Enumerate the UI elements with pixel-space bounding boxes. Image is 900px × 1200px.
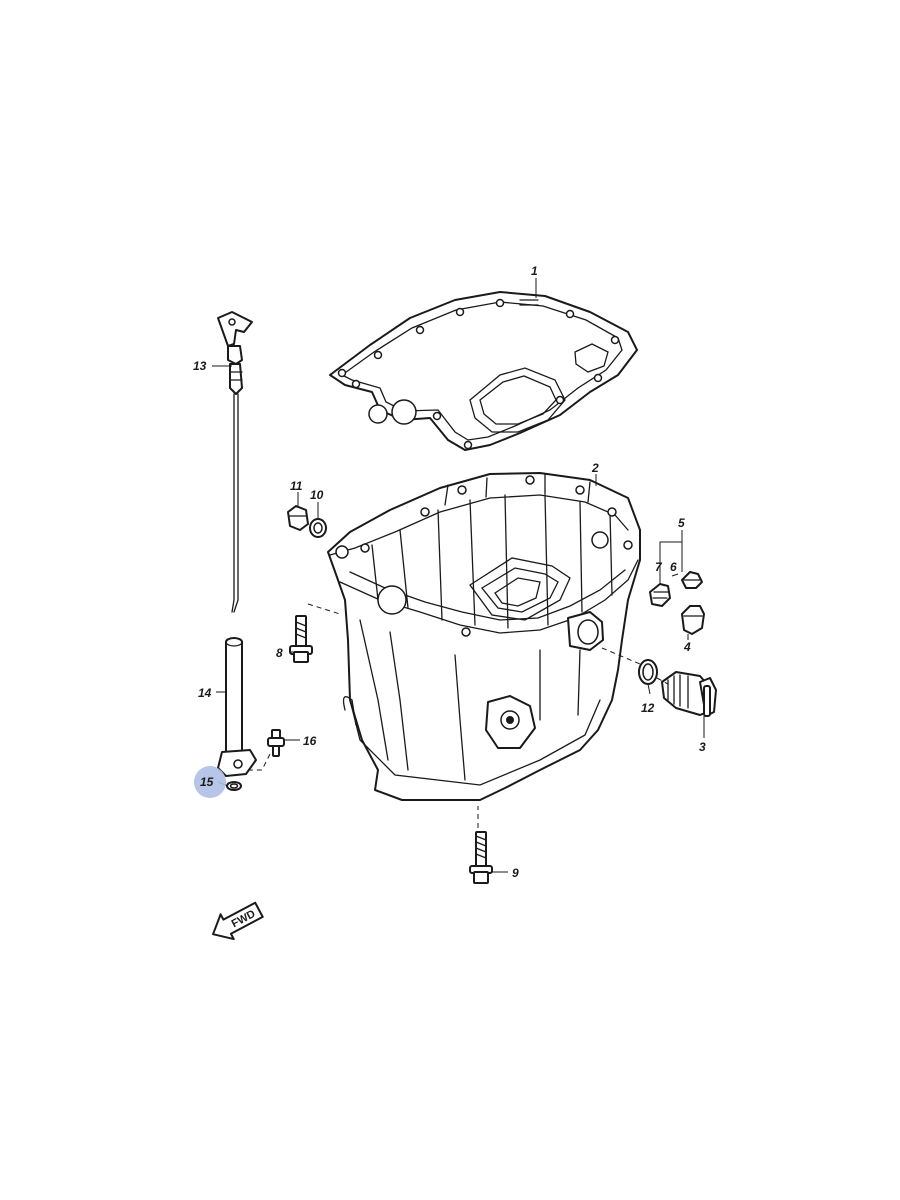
callout-1: 1 <box>531 264 538 278</box>
drain-plug-part-3 <box>661 671 717 717</box>
bolt-part-16 <box>267 729 285 757</box>
guide-tube-part-14 <box>217 637 257 777</box>
plug-part-6 <box>681 571 703 589</box>
callout-labels: 1 2 3 4 5 6 7 8 9 10 11 12 13 14 15 16 <box>193 264 706 880</box>
oil-pan-part-2 <box>327 472 641 801</box>
dipstick-part-13 <box>217 311 253 613</box>
gasket-part-1 <box>329 291 638 451</box>
callout-3: 3 <box>699 740 706 754</box>
bolt-part-8 <box>289 615 313 663</box>
callout-8: 8 <box>276 646 283 660</box>
callout-11: 11 <box>290 479 303 493</box>
callout-15-highlight <box>194 766 226 798</box>
callout-10: 10 <box>310 488 324 502</box>
callout-16: 16 <box>303 734 317 748</box>
callout-13: 13 <box>193 359 207 373</box>
leader-lines <box>212 278 705 873</box>
bolt-part-9 <box>469 831 493 884</box>
callout-12: 12 <box>641 701 655 715</box>
o-ring-part-12 <box>638 659 658 685</box>
callout-9: 9 <box>512 866 519 880</box>
plug-part-11 <box>287 505 309 531</box>
callout-6: 6 <box>670 560 677 574</box>
callout-2: 2 <box>591 461 599 475</box>
callout-14: 14 <box>198 686 212 700</box>
plug-part-4 <box>681 605 705 635</box>
callout-15: 15 <box>200 775 214 789</box>
fwd-direction-arrow: FWD <box>212 901 264 941</box>
washer-part-7 <box>649 583 671 607</box>
o-ring-part-15 <box>226 781 242 791</box>
assembly-lines <box>248 603 669 828</box>
callout-7: 7 <box>655 560 663 574</box>
callout-5: 5 <box>678 516 685 530</box>
washer-part-10 <box>309 518 327 538</box>
callout-4: 4 <box>683 640 691 654</box>
